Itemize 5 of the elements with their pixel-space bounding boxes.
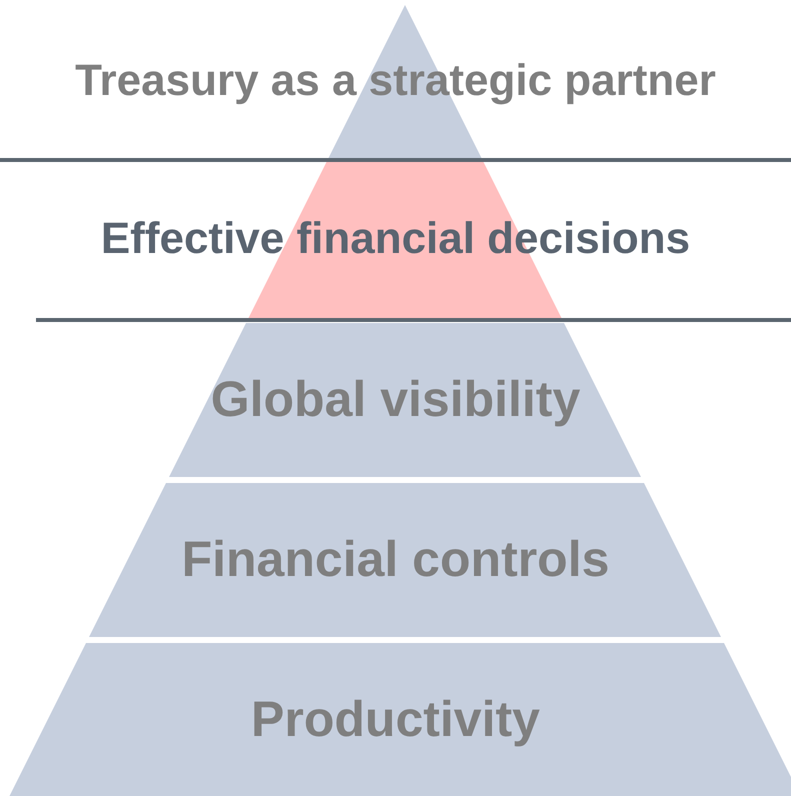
- level-label: Effective financial decisions: [100, 214, 692, 264]
- level-label: Financial controls: [180, 530, 610, 588]
- level-label: Global visibility: [210, 370, 582, 428]
- level-label: Treasury as a strategic partner: [74, 56, 717, 106]
- level-label: Productivity: [250, 690, 541, 748]
